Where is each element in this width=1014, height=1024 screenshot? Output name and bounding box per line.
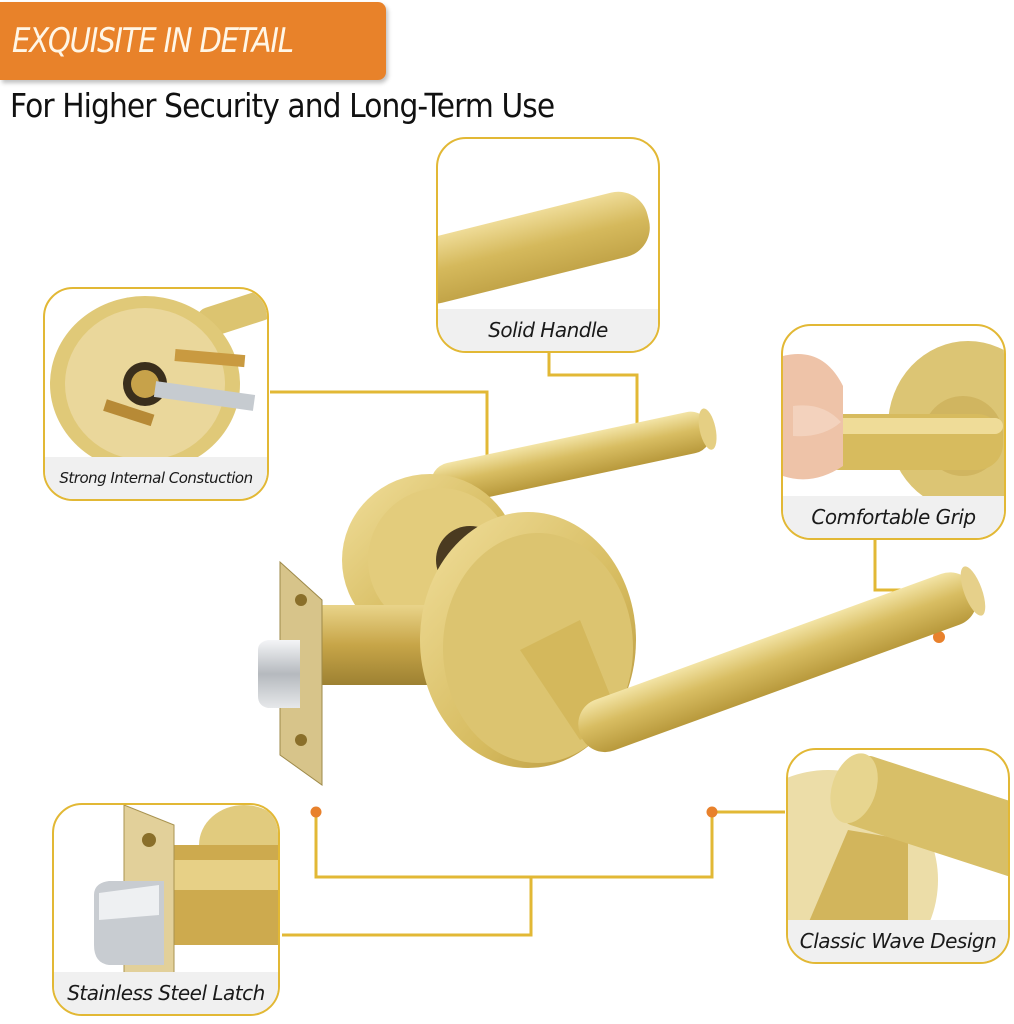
callout-classic-wave-design: Classic Wave Design	[786, 748, 1010, 964]
callout-stainless-steel-latch: Stainless Steel Latch	[52, 803, 280, 1016]
hotspot-dot	[933, 631, 945, 643]
callout-caption: Strong Internal Constuction	[45, 457, 267, 499]
callout-comfortable-grip: Comfortable Grip	[781, 324, 1006, 540]
stainless-steel-latch-photo	[54, 805, 278, 977]
comfortable-grip-photo	[783, 326, 1004, 511]
solid-handle-photo	[438, 139, 658, 309]
callout-caption: Classic Wave Design	[788, 920, 1008, 962]
header-banner: EXQUISITE IN DETAIL	[0, 2, 386, 80]
internal-construction-photo	[45, 289, 267, 472]
classic-wave-design-photo	[788, 750, 1008, 962]
callout-caption: Solid Handle	[438, 309, 658, 351]
callout-solid-handle: Solid Handle	[436, 137, 660, 353]
hotspot-dot	[706, 806, 718, 818]
hotspot-dot	[310, 806, 322, 818]
banner-title: EXQUISITE IN DETAIL	[12, 21, 294, 61]
callout-caption: Comfortable Grip	[783, 496, 1004, 538]
callout-strong-internal-construction: Strong Internal Constuction	[43, 287, 269, 501]
page-subtitle: For Higher Security and Long-Term Use	[10, 86, 555, 125]
callout-caption: Stainless Steel Latch	[54, 972, 278, 1014]
